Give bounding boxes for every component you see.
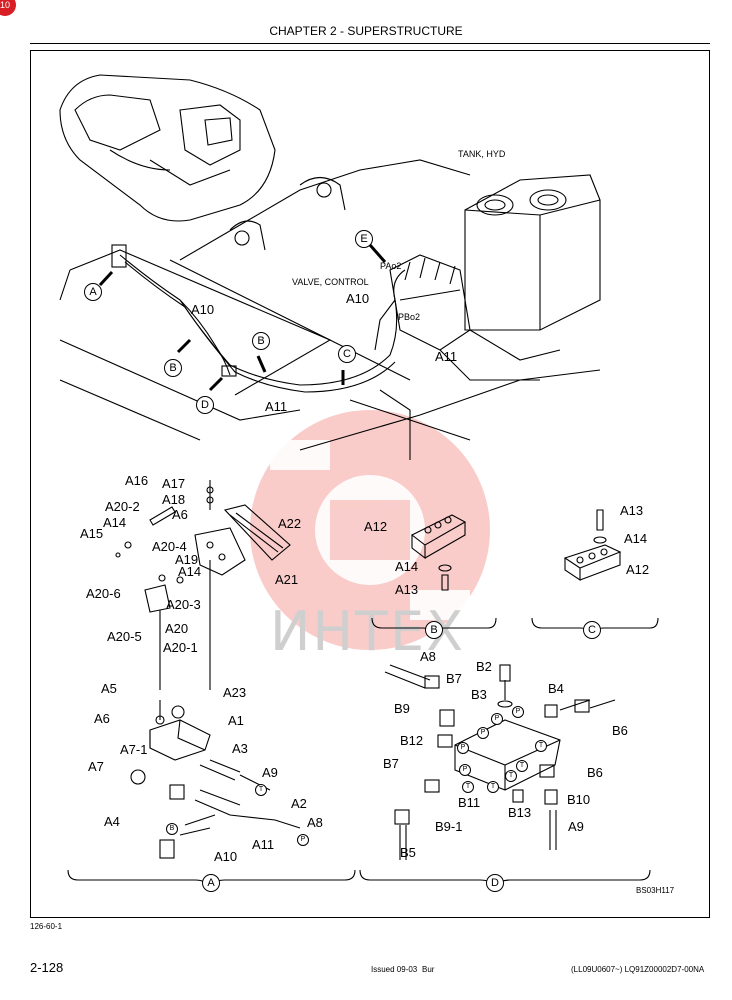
port-mark-t: T [516,760,528,772]
figure-code: BS03H117 [636,886,675,895]
part-label-a: A23 [223,685,247,700]
part-label-d: B4 [548,681,564,696]
part-label-d: B5 [400,845,416,860]
issued-date: Issued 09-03 [371,965,418,974]
part-label-a: A14 [103,515,127,530]
view-callout-b2: B [252,332,270,350]
watermark-gear-logo [250,410,490,650]
view-title-b: B [425,621,443,639]
part-label-d: B6 [612,723,628,738]
label-pa: PAo2 [380,261,402,271]
port-mark-p: P [491,713,503,725]
part-label-d: B3 [471,687,487,702]
part-label-b: A14 [395,559,419,574]
part-label-a: A19 [175,552,199,567]
view-title-d: D [486,874,504,892]
part-label-a: A21 [275,572,299,587]
view-callout-a: A [84,283,102,301]
port-mark-p: P [297,834,309,846]
part-label-c: A14 [624,531,648,546]
label-a11-bottom: A11 [265,399,288,414]
part-label-a: A4 [104,814,120,829]
part-label-d: B9-1 [435,819,463,834]
port-mark-t: T [505,770,517,782]
part-label-d: B11 [458,795,481,810]
page-number: 2-128 [30,960,64,975]
part-label-d: B13 [508,805,532,820]
part-label-a: A20 [165,621,189,636]
port-mark-p: P [457,742,469,754]
part-label-b: A13 [395,582,419,597]
part-label-a: A20-2 [105,499,140,514]
part-label-a: A7-1 [120,742,148,757]
page-corner-badge: 10 [0,0,16,16]
part-label-d: B2 [476,659,492,674]
part-label-a: A16 [125,473,149,488]
part-label-d: B10 [567,792,591,807]
view-callout-e: E [355,230,373,248]
part-label-a: A17 [162,476,186,491]
part-label-a: A10 [214,849,238,864]
part-label-d: B12 [400,733,424,748]
part-label-d: A9 [568,819,584,834]
port-mark-p: P [459,764,471,776]
part-label-a: A11 [252,837,275,852]
part-label-a: A9 [262,765,278,780]
label-pb: PBo2 [398,312,421,322]
view-callout-b: B [164,359,182,377]
port-mark-t: T [255,784,267,796]
part-label-a: A15 [80,526,104,541]
language-code: Bur [422,965,435,974]
part-label-a: A1 [228,713,244,728]
part-label-a: A20-1 [163,640,198,655]
part-label-b: A12 [364,519,388,534]
part-label-d: B7 [446,671,462,686]
port-mark-t: T [487,781,499,793]
part-label-d: B6 [587,765,603,780]
part-label-a: A6 [94,711,110,726]
chapter-title: CHAPTER 2 - SUPERSTRUCTURE [269,24,463,38]
part-label-a: A20-6 [86,586,121,601]
part-label-a: A8 [307,815,323,830]
part-label-c: A13 [620,503,644,518]
view-callout-d: D [196,396,214,414]
port-mark-b: B [166,823,178,835]
view-title-c: C [583,621,601,639]
reference-code: 126-60-1 [30,922,63,931]
serial-code: (LL09U0607~) LQ91Z00002D7-00NA [571,965,705,974]
part-label-a: A14 [178,564,202,579]
port-mark-p: P [512,706,524,718]
port-mark-t: T [535,740,547,752]
part-label-d: A8 [420,649,436,664]
part-label-a: A22 [278,516,302,531]
port-mark-p: P [477,727,489,739]
part-label-a: A7 [88,759,104,774]
part-label-a: A5 [101,681,117,696]
part-label-a: A3 [232,741,248,756]
part-label-a: A20-5 [107,629,142,644]
part-label-a: A18 [162,492,186,507]
part-label-a: A20-4 [152,539,187,554]
label-valve: VALVE, CONTROL [292,277,369,287]
header-divider [30,43,710,44]
part-label-d: B7 [383,756,399,771]
label-a10-right: A10 [346,291,370,306]
part-label-c: A12 [626,562,650,577]
figure-frame [30,50,710,918]
label-a11-right: A11 [435,349,458,364]
part-label-a: A20-3 [166,597,201,612]
view-callout-c: C [338,345,356,363]
label-a10-top: A10 [191,302,215,317]
port-mark-t: T [462,781,474,793]
part-label-d: B9 [394,701,410,716]
part-label-a: A2 [291,796,307,811]
part-label-a: A6 [172,507,188,522]
label-tank: TANK, HYD [458,149,506,159]
view-title-a: A [202,874,220,892]
